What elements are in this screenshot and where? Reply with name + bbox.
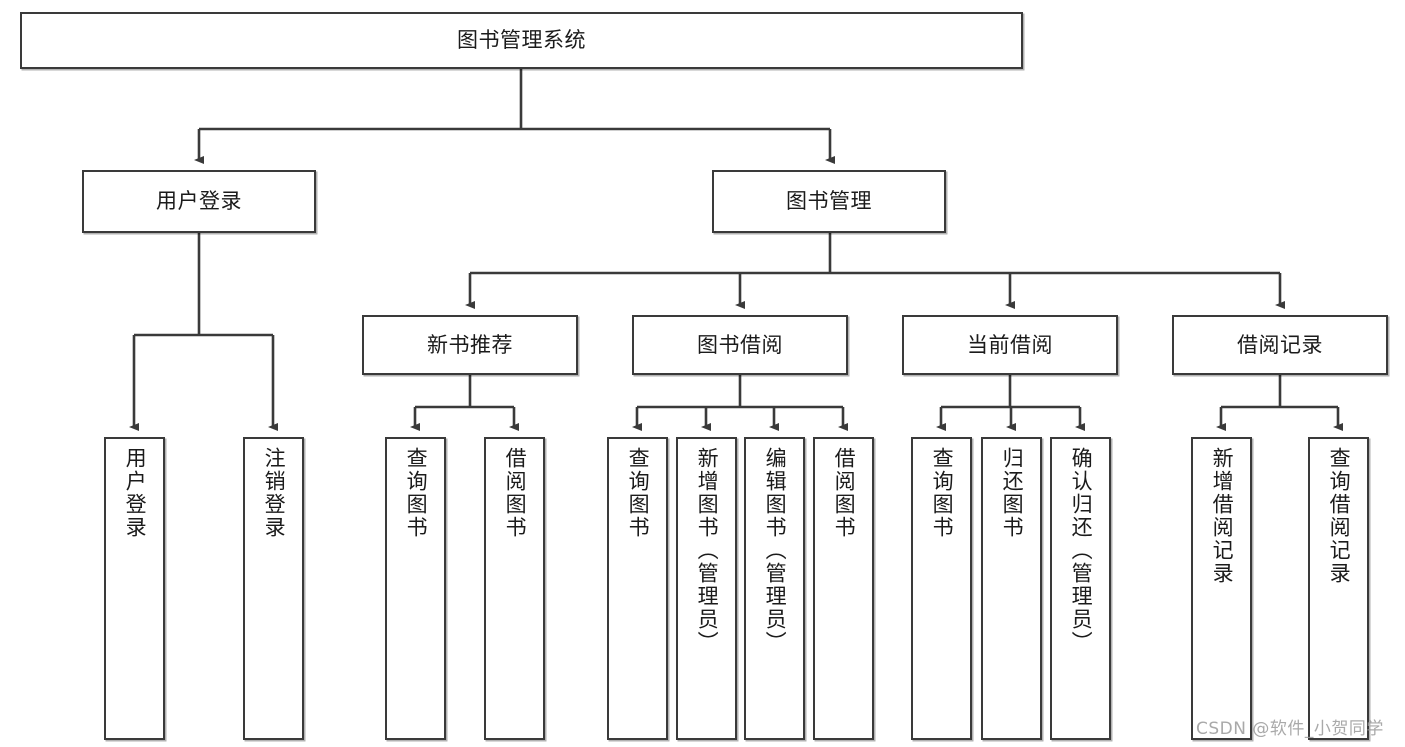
- node-borrow-record-label: 借阅记录: [1237, 332, 1323, 357]
- leaf-node[interactable]: 编辑图书（管理员）: [744, 437, 805, 740]
- leaf-node-label: 注销登录: [262, 447, 287, 539]
- node-new-book-recommend-label: 新书推荐: [427, 332, 513, 357]
- leaf-node[interactable]: 查询图书: [607, 437, 668, 740]
- leaf-node-label: 查询图书: [930, 447, 955, 539]
- leaf-node[interactable]: 新增借阅记录: [1191, 437, 1252, 740]
- leaf-node-label: 查询借阅记录: [1327, 447, 1352, 585]
- node-book-borrow-label: 图书借阅: [697, 332, 783, 357]
- leaf-node[interactable]: 新增图书（管理员）: [676, 437, 737, 740]
- node-book-management[interactable]: 图书管理: [712, 170, 946, 233]
- leaf-node-label: 查询图书: [626, 447, 651, 539]
- leaf-node[interactable]: 查询图书: [385, 437, 446, 740]
- node-root-label: 图书管理系统: [457, 28, 586, 53]
- leaf-node-label: 新增图书（管理员）: [695, 447, 720, 654]
- node-root[interactable]: 图书管理系统: [20, 12, 1023, 69]
- leaf-node[interactable]: 归还图书: [981, 437, 1042, 740]
- leaf-node[interactable]: 借阅图书: [484, 437, 545, 740]
- node-current-borrow-label: 当前借阅: [967, 332, 1053, 357]
- leaf-node-label: 编辑图书（管理员）: [763, 447, 788, 654]
- leaf-node[interactable]: 查询借阅记录: [1308, 437, 1369, 740]
- node-book-borrow[interactable]: 图书借阅: [632, 315, 848, 375]
- node-new-book-recommend[interactable]: 新书推荐: [362, 315, 578, 375]
- node-book-management-label: 图书管理: [786, 189, 872, 214]
- leaf-node[interactable]: 查询图书: [911, 437, 972, 740]
- leaf-node[interactable]: 确认归还（管理员）: [1050, 437, 1111, 740]
- csdn-watermark: CSDN @软件_小贺同学: [1196, 719, 1384, 739]
- node-current-borrow[interactable]: 当前借阅: [902, 315, 1118, 375]
- leaf-node[interactable]: 借阅图书: [813, 437, 874, 740]
- leaf-node[interactable]: 注销登录: [243, 437, 304, 740]
- leaf-node-label: 归还图书: [1000, 447, 1025, 539]
- node-borrow-record[interactable]: 借阅记录: [1172, 315, 1388, 375]
- leaf-node-label: 确认归还（管理员）: [1069, 447, 1094, 654]
- leaf-node-label: 借阅图书: [503, 447, 528, 539]
- leaf-node-label: 借阅图书: [832, 447, 857, 539]
- node-user-login[interactable]: 用户登录: [82, 170, 316, 233]
- leaf-node-label: 用户登录: [123, 447, 148, 539]
- leaf-node-label: 新增借阅记录: [1210, 447, 1235, 585]
- node-user-login-label: 用户登录: [156, 189, 242, 214]
- leaf-node-label: 查询图书: [404, 447, 429, 539]
- leaf-node[interactable]: 用户登录: [104, 437, 165, 740]
